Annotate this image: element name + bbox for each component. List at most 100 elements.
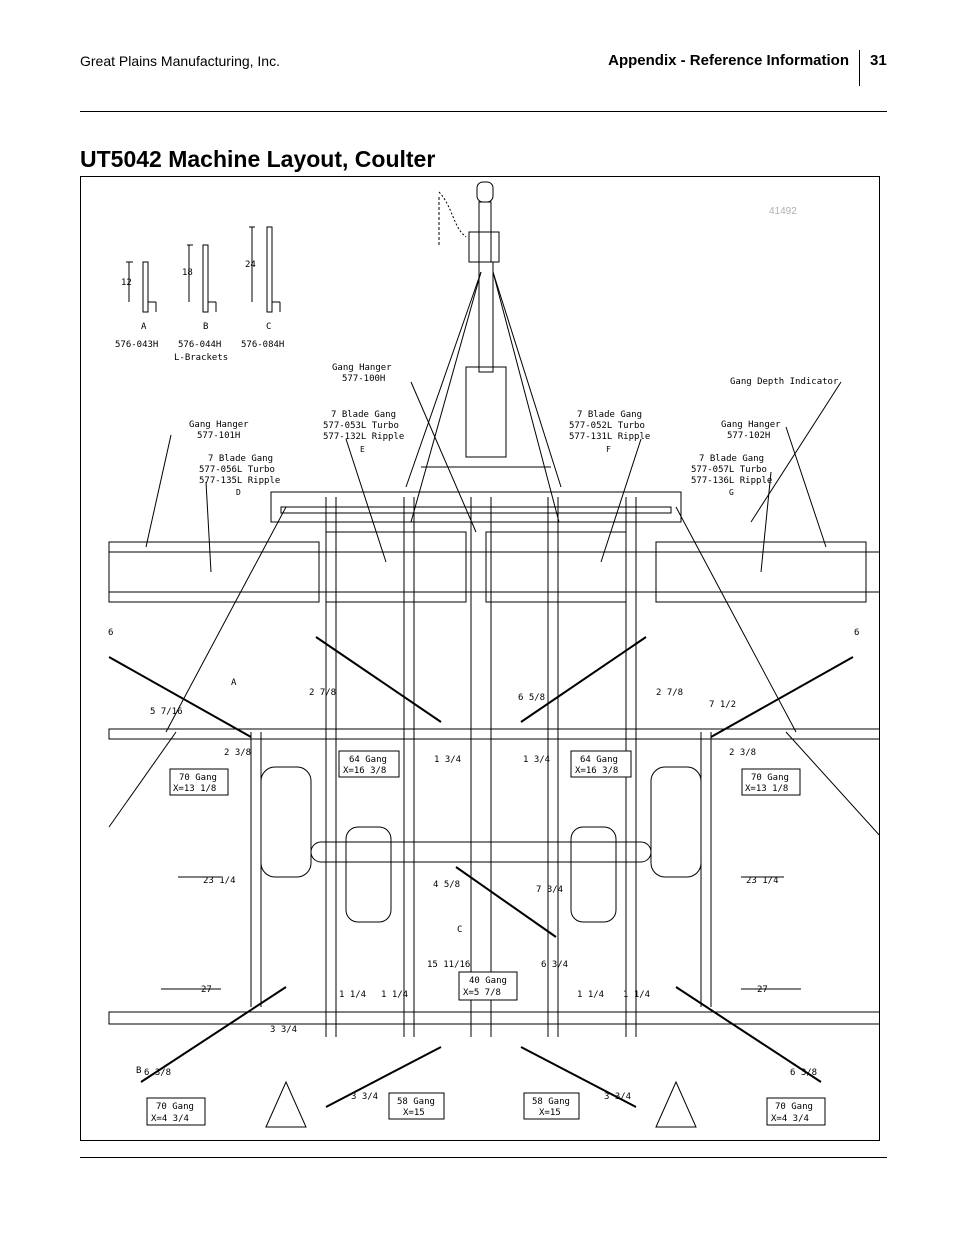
header-divider (859, 50, 860, 86)
footer-rule (80, 1157, 887, 1158)
machine-layout-figure: 12 18 24 A B C 576-043H 576-044H 576-084… (80, 176, 880, 1141)
box-58-left-2: X=15 (403, 1108, 425, 1118)
edge-mark-right: 6 (854, 628, 859, 638)
dim-2a: 2 7/8 (309, 688, 336, 698)
bracket-dim-a: 12 (121, 278, 132, 288)
hitch-ring (476, 181, 494, 203)
box-64-right-2: X=16 3/8 (575, 766, 618, 776)
bracket-b-drawing (202, 244, 209, 313)
dim-15: 15 11/16 (427, 960, 470, 970)
box-70-bot-left-1: 70 Gang (156, 1102, 194, 1112)
gang-f-title: 7 Blade Gang (577, 410, 642, 420)
dim-27-left: 27 (201, 985, 212, 995)
bracket-part-a: 576-043H (115, 340, 158, 350)
box-70-bot-left-2: X=4 3/4 (151, 1114, 189, 1124)
dim-1c: 1 1/4 (339, 990, 366, 1000)
gang-e-turbo: 577-053L Turbo (323, 421, 399, 431)
smv-sign-right (655, 1080, 697, 1128)
gang-f-ripple: 577-131L Ripple (569, 432, 650, 442)
machine-layout-drawing: 12 18 24 A B C 576-043H 576-044H 576-084… (108, 181, 879, 1128)
callout-gang-hanger-left-1: Gang Hanger (189, 420, 249, 430)
gang-section-front-left-outer (108, 541, 320, 603)
gang-d-turbo: 577-056L Turbo (199, 465, 275, 475)
dim-1b: 1 3/4 (523, 755, 550, 765)
callout-gang-hanger-left-2: 577-101H (197, 431, 240, 441)
header-company: Great Plains Manufacturing, Inc. (80, 53, 280, 69)
bracket-letter-b: B (203, 322, 208, 332)
dim-1d: 1 1/4 (381, 990, 408, 1000)
dim-7: 7 3/4 (536, 885, 563, 895)
axle-beam (310, 841, 652, 863)
edge-mark-left: 6 (108, 628, 113, 638)
box-64-right-1: 64 Gang (580, 755, 618, 765)
bracket-part-c: 576-084H (241, 340, 284, 350)
box-40-1: 40 Gang (469, 976, 507, 986)
gang-section-front-right-outer (655, 541, 867, 603)
bracket-part-b: 576-044H (178, 340, 221, 350)
dim-2d: 2 3/8 (729, 748, 756, 758)
page-title: UT5042 Machine Layout, Coulter (80, 146, 436, 172)
letter-c: C (457, 925, 462, 935)
dim-6c: 6 3/8 (790, 1068, 817, 1078)
dim-1a: 1 3/4 (434, 755, 461, 765)
callout-gang-hanger-center-2: 577-100H (342, 374, 385, 384)
callout-gang-hanger-center-1: Gang Hanger (332, 363, 392, 373)
box-58-right-1: 58 Gang (532, 1097, 570, 1107)
gang-g-letter: G (729, 488, 734, 497)
bracket-dim-c: 24 (245, 260, 256, 270)
box-70-bot-right-2: X=4 3/4 (771, 1114, 809, 1124)
gang-e-ripple: 577-132L Ripple (323, 432, 404, 442)
callout-gang-hanger-right-2: 577-102H (727, 431, 770, 441)
bracket-dim-b: 18 (182, 268, 193, 278)
gang-d-ripple: 577-135L Ripple (199, 476, 280, 486)
box-40-2: X=5 7/8 (463, 988, 501, 998)
bracket-letter-a: A (141, 322, 147, 332)
dim-4: 4 5/8 (433, 880, 460, 890)
box-70-bot-right-1: 70 Gang (775, 1102, 813, 1112)
bracket-letter-c: C (266, 322, 271, 332)
box-70-mid-left-1: 70 Gang (179, 773, 217, 783)
dim-3a: 3 3/4 (270, 1025, 297, 1035)
dim-7r: 7 1/2 (709, 700, 736, 710)
dim-1f: 1 1/4 (623, 990, 650, 1000)
gang-g-turbo: 577-057L Turbo (691, 465, 767, 475)
dim-1e: 1 1/4 (577, 990, 604, 1000)
letter-b: B (136, 1066, 141, 1076)
page-number: 31 (870, 52, 887, 69)
header-rule (80, 111, 887, 112)
dim-3b: 3 3/4 (351, 1092, 378, 1102)
gang-g-title: 7 Blade Gang (699, 454, 764, 464)
box-70-mid-right-2: X=13 1/8 (745, 784, 788, 794)
box-58-right-2: X=15 (539, 1108, 561, 1118)
box-70-mid-right-1: 70 Gang (751, 773, 789, 783)
wheel-left-inner (345, 826, 392, 923)
bracket-a-drawing (142, 261, 149, 313)
gang-f-turbo: 577-052L Turbo (569, 421, 645, 431)
dim-6: 6 3/4 (541, 960, 568, 970)
wheel-right-inner (570, 826, 617, 923)
box-70-mid-left-2: X=13 1/8 (173, 784, 216, 794)
letter-a: A (231, 678, 237, 688)
gang-f-letter: F (606, 445, 611, 454)
dim-23-right: 23 1/4 (746, 876, 779, 886)
wheel-left-outer (260, 766, 312, 878)
box-58-left-1: 58 Gang (397, 1097, 435, 1107)
callout-gang-hanger-right-1: Gang Hanger (721, 420, 781, 430)
dim-2b: 2 7/8 (656, 688, 683, 698)
box-64-left-2: X=16 3/8 (343, 766, 386, 776)
dim-27-right: 27 (757, 985, 768, 995)
figure-number: 41492 (769, 206, 797, 217)
header-section: Appendix - Reference Information (608, 52, 849, 69)
middle-frame (108, 728, 879, 740)
gang-d-title: 7 Blade Gang (208, 454, 273, 464)
dim-3c: 3 3/4 (604, 1092, 631, 1102)
wheel-right-outer (650, 766, 702, 878)
bracket-c-drawing (266, 226, 273, 313)
gang-g-ripple: 577-136L Ripple (691, 476, 772, 486)
bracket-caption: L-Brackets (174, 353, 228, 363)
callout-depth-indicator: Gang Depth Indicator (730, 377, 839, 387)
rear-frame (108, 1011, 879, 1025)
smv-sign-left (265, 1080, 307, 1128)
dim-6b: 6 3/8 (144, 1068, 171, 1078)
box-64-left-1: 64 Gang (349, 755, 387, 765)
